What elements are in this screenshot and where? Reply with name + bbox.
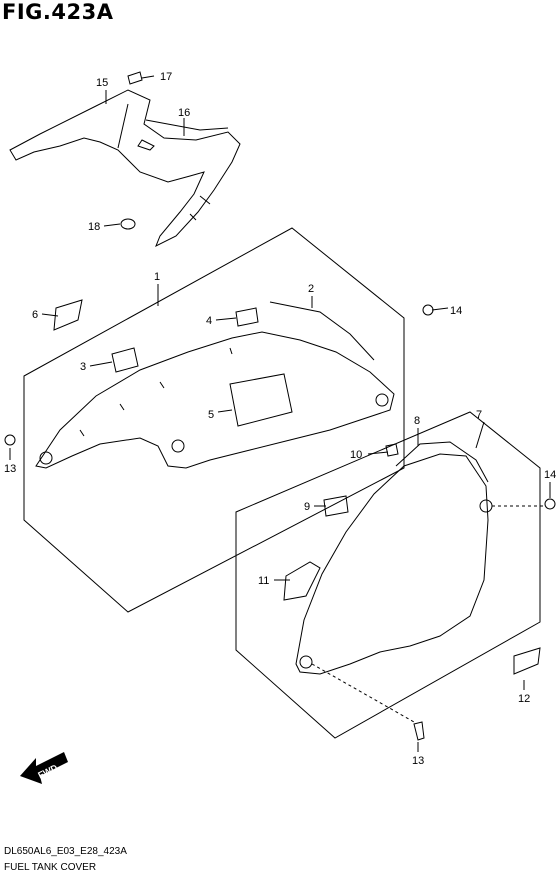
right-emblem-part [513,647,541,675]
figure-title: FIG.423A [2,0,114,24]
forward-arrow-icon: FWD [20,752,68,784]
callout-11: 11 [258,575,269,587]
callout-15: 15 [96,77,108,89]
right-panel-part [295,453,489,675]
callout-14-upper: 14 [450,305,462,317]
trim-strip-part [269,301,375,361]
upper-cover-part [9,89,241,248]
callout-12: 12 [518,693,530,705]
callout-2: 2 [308,283,314,295]
grommet-part [120,218,136,230]
left-panel-part [35,331,395,469]
clip-part [127,71,143,85]
label-part [229,373,293,427]
callout-9: 9 [304,501,310,513]
edge-trim-part [395,441,489,483]
callout-1: 1 [154,271,160,283]
callout-3: 3 [80,361,86,373]
callout-13-bottom: 13 [412,755,424,767]
callout-4: 4 [206,315,212,327]
emblem-part [53,299,83,331]
callout-18: 18 [88,221,100,233]
callout-13-left: 13 [4,463,16,475]
callout-7: 7 [476,409,482,421]
callout-6: 6 [32,309,38,321]
callout-14-lower: 14 [544,469,556,481]
callout-8: 8 [414,415,420,427]
callout-16: 16 [178,107,190,119]
diagram-caption: FUEL TANK COVER [4,862,97,873]
callout-10: 10 [350,449,362,461]
callout-5: 5 [208,409,214,421]
callout-17: 17 [160,71,172,83]
warning-label-part [283,561,321,601]
right-assembly-frame [235,411,541,739]
left-assembly-frame [23,227,405,613]
diagram-code: DL650AL6_E03_E28_423A [4,846,127,857]
